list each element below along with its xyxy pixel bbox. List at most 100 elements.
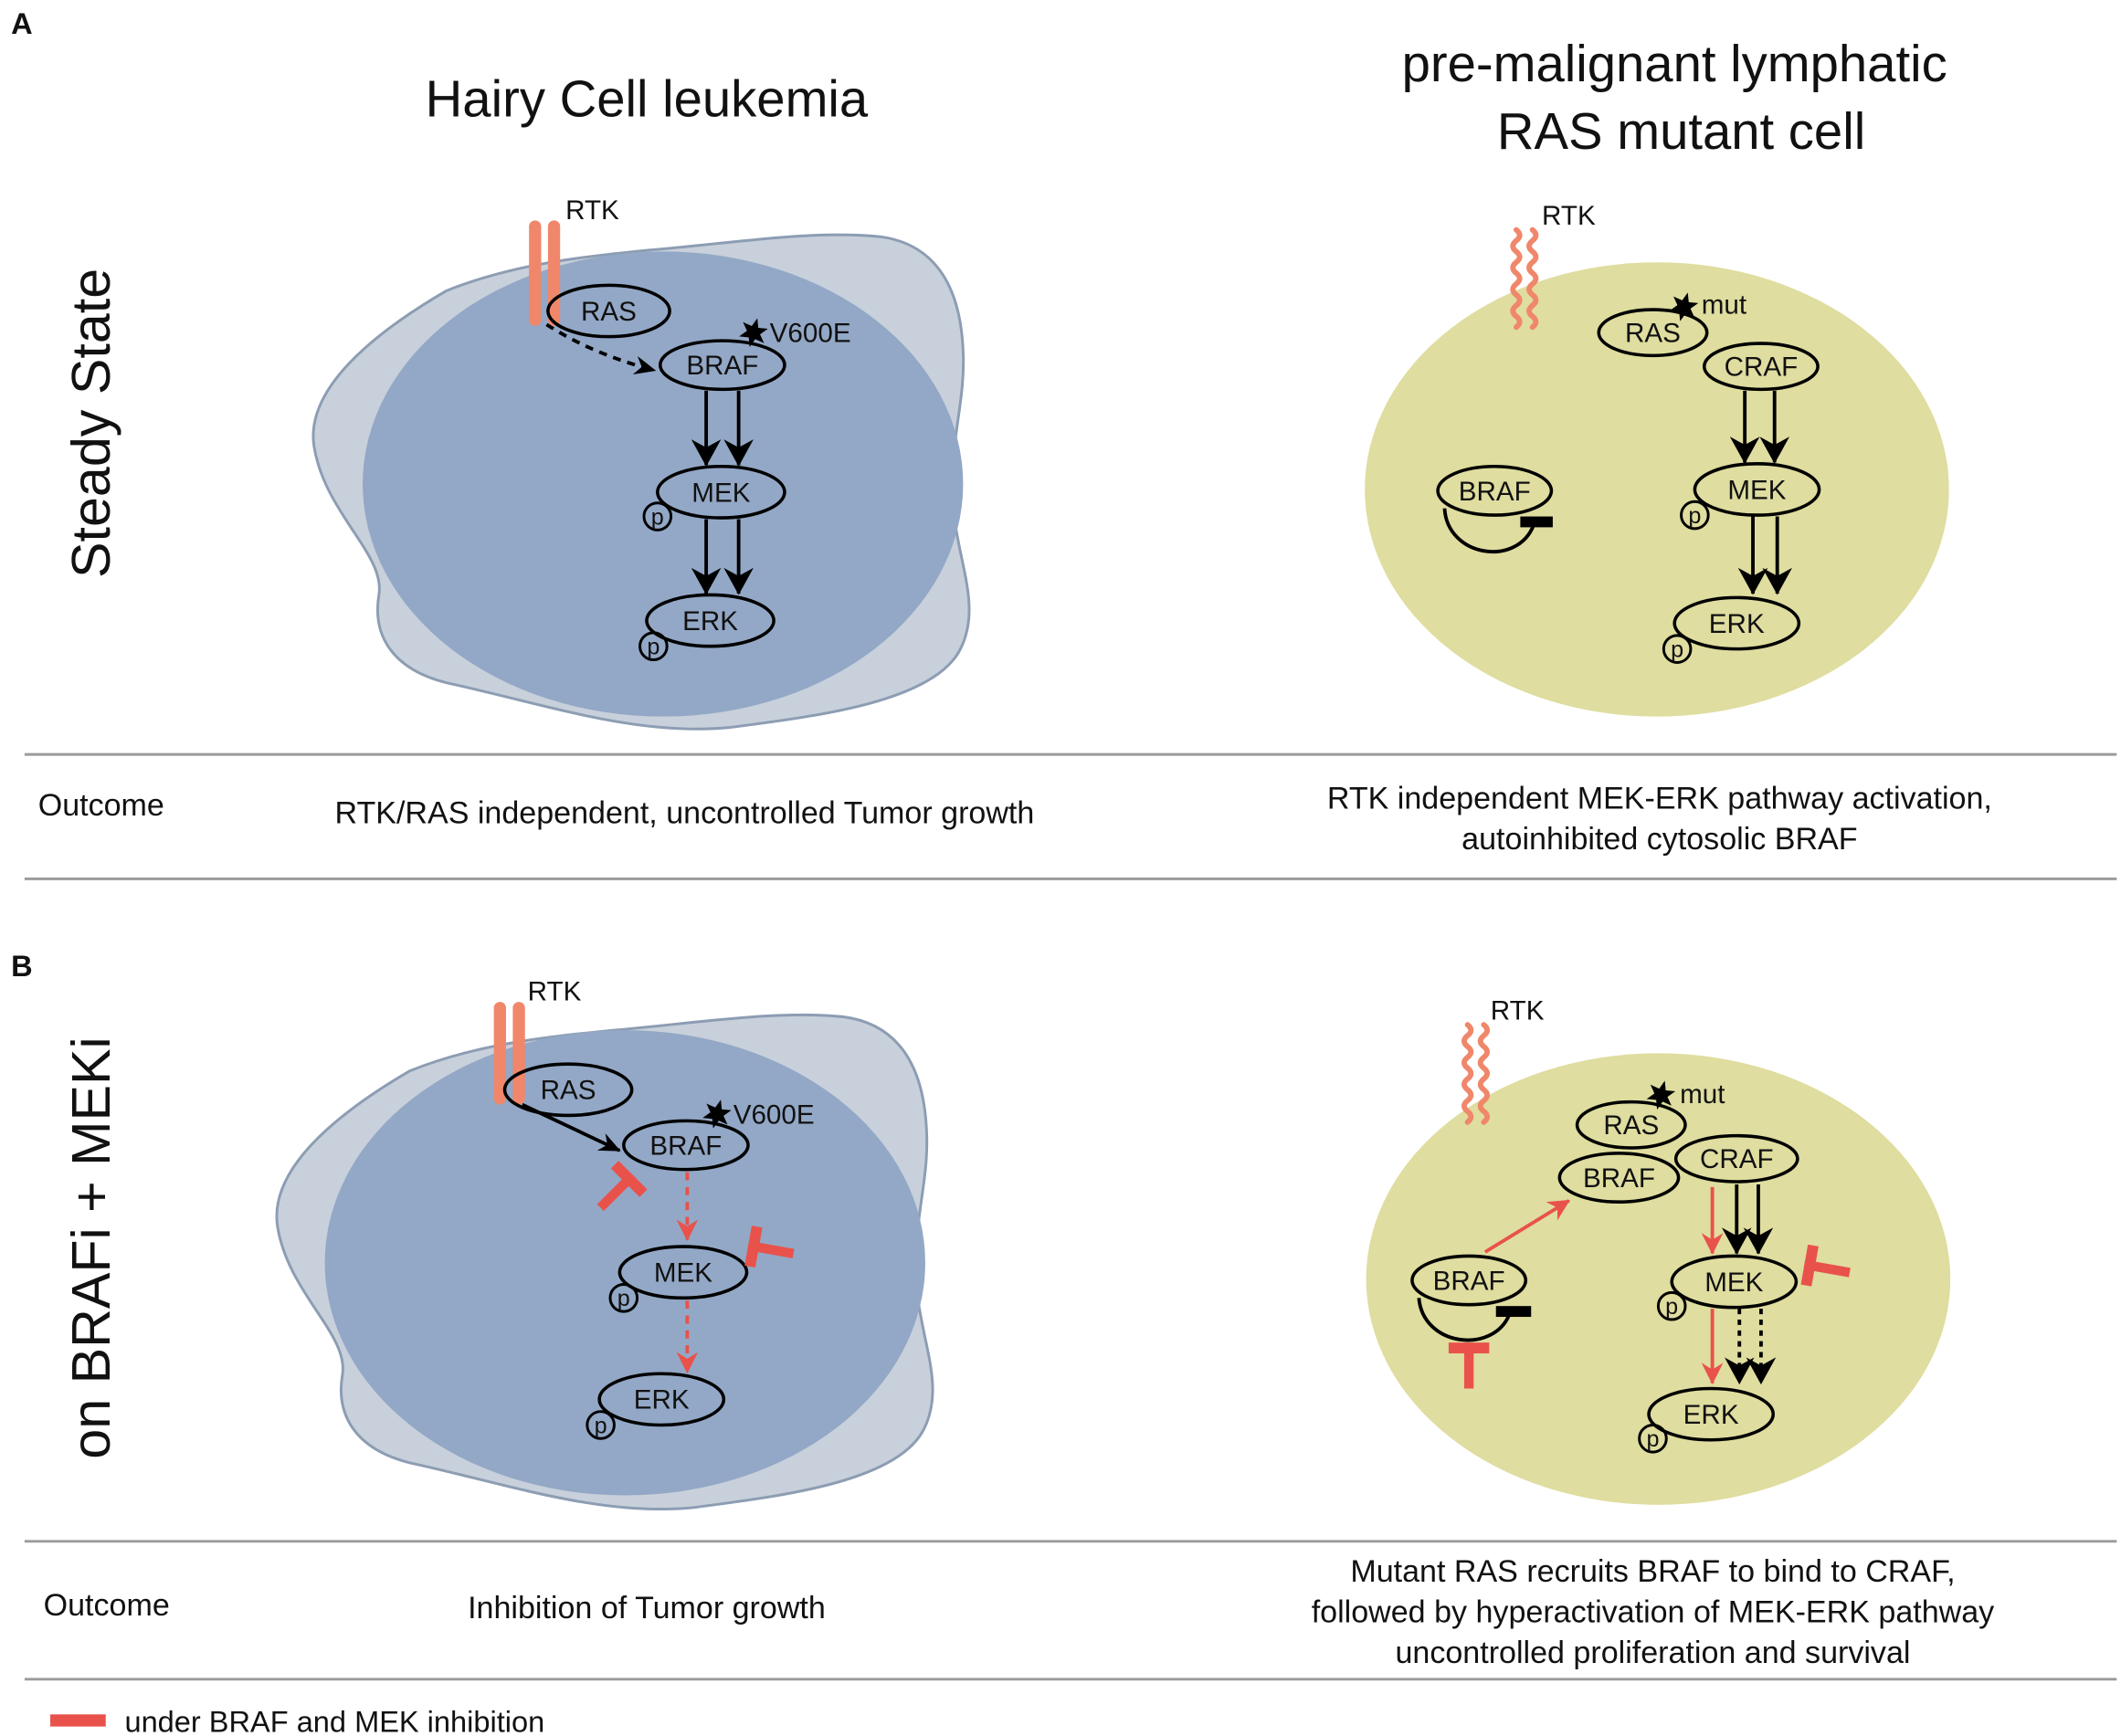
- phospho-marker: [638, 631, 669, 661]
- ras-label: RAS: [541, 1076, 596, 1106]
- phospho-label: p: [1646, 1426, 1659, 1452]
- erk-protein: [1647, 1386, 1776, 1442]
- ras-mutant-cell-body: [1365, 262, 1949, 717]
- hcl-cell-steady-state: RTK RAS BRAF V600E MEK p ERK p: [311, 195, 971, 731]
- ras-to-braf-arrow: [521, 1102, 621, 1152]
- legend-inhibition-swatch: [50, 1714, 106, 1727]
- ras-mutant-cell-steady-state: RTK RAS mut CRAF MEK p ERK p BRAF: [1365, 201, 1949, 717]
- mek-protein: [1670, 1254, 1799, 1310]
- phospho-marker: [1638, 1423, 1668, 1454]
- autoinhibition-bar: [1520, 516, 1553, 528]
- mek-protein: [656, 465, 786, 520]
- phospho-marker: [586, 1410, 616, 1440]
- ras-mutant-cell-body: [1366, 1053, 1951, 1505]
- braf-protein: [658, 339, 786, 392]
- ras-label: RAS: [581, 297, 637, 327]
- mut-label: mut: [1680, 1079, 1725, 1110]
- phospho-marker: [1662, 634, 1693, 664]
- receptor-subunit: [493, 1002, 506, 1105]
- cytosolic-braf-label: BRAF: [1433, 1266, 1505, 1296]
- ras-protein: [1597, 308, 1709, 358]
- craf-protein: [1673, 1133, 1799, 1184]
- phospho-label: p: [617, 1286, 630, 1311]
- outcome-hcl-b: Inhibition of Tumor growth: [468, 1591, 826, 1626]
- ras-label: RAS: [1625, 319, 1681, 349]
- mut-label: mut: [1702, 289, 1747, 320]
- mek-label: MEK: [654, 1258, 712, 1289]
- receptor-subunit: [547, 220, 561, 326]
- erk-label: ERK: [634, 1385, 690, 1415]
- erk-label: ERK: [1683, 1400, 1739, 1430]
- cytosolic-braf-label: BRAF: [1459, 477, 1531, 507]
- ras-protein: [502, 1062, 634, 1118]
- braf-autoinhibition-loop: [1442, 508, 1535, 554]
- braf-recruitment-arrow: [1483, 1199, 1570, 1254]
- rtk-receptor: [529, 220, 561, 326]
- panel-b: B on BRAFi + MEKi RTK RAS BRAF V600E MEK: [11, 950, 2117, 1681]
- legend-label: under BRAF and MEK inhibition: [124, 1706, 544, 1736]
- erk-protein: [1673, 595, 1801, 651]
- phospho-label: p: [595, 1413, 607, 1438]
- panel-a: A Steady State Hairy Cell leukemia pre-m…: [11, 7, 2117, 880]
- outcome-ras-mutant-a-line-2: autoinhibited cytosolic BRAF: [1461, 822, 1857, 857]
- outcome-ras-mutant-b-line-1: Mutant RAS recruits BRAF to bind to CRAF…: [1350, 1554, 1955, 1589]
- erk-label: ERK: [682, 606, 738, 637]
- recruited-braf-label: BRAF: [1583, 1163, 1655, 1194]
- condition-label-steady-state: Steady State: [60, 268, 121, 578]
- erk-protein: [645, 593, 776, 648]
- braf-protein: [622, 1119, 750, 1172]
- craf-protein: [1702, 342, 1820, 392]
- outcome-ras-mutant-a-line-1: RTK independent MEK-ERK pathway activati…: [1327, 781, 1992, 815]
- outcome-label-a: Outcome: [38, 788, 164, 823]
- outcome-ras-mutant-b-line-2: followed by hyperactivation of MEK-ERK p…: [1312, 1595, 1995, 1630]
- erk-label: ERK: [1709, 609, 1765, 639]
- rtk-label: RTK: [1491, 995, 1545, 1026]
- panel-label-a: A: [11, 7, 33, 40]
- phospho-label: p: [1688, 503, 1701, 529]
- craf-label: CRAF: [1700, 1144, 1774, 1174]
- autoinhibition-bar: [1495, 1306, 1532, 1318]
- mek-label: MEK: [1704, 1268, 1763, 1298]
- outcome-ras-mutant-b-line-3: uncontrolled proliferation and survival: [1395, 1636, 1910, 1670]
- ras-protein: [546, 283, 671, 339]
- braf-autoinhibition-loop: [1417, 1298, 1512, 1342]
- phospho-marker: [608, 1283, 639, 1313]
- cytosolic-braf-protein: [1410, 1254, 1528, 1307]
- craf-label: CRAF: [1725, 352, 1799, 383]
- phospho-label: p: [1671, 637, 1683, 663]
- mek-label: MEK: [1727, 475, 1786, 505]
- mek-protein: [1693, 462, 1821, 517]
- rtk-receptor: [493, 1002, 525, 1105]
- rtk-label: RTK: [565, 195, 619, 226]
- ras-mutant-cell-inhibited: RTK RAS mut CRAF BRAF BRAF MEK p: [1366, 995, 1951, 1505]
- condition-label-inhibitors: on BRAFi + MEKi: [60, 1036, 121, 1458]
- ras-mutant-title-line-2: RAS mutant cell: [1497, 102, 1865, 160]
- hcl-title: Hairy Cell leukemia: [426, 69, 869, 127]
- receptor-subunit: [512, 1002, 525, 1105]
- phospho-label: p: [1665, 1294, 1678, 1320]
- v600e-label: V600E: [733, 1099, 815, 1130]
- hcl-cell-cytoplasm: [363, 251, 964, 717]
- phospho-label: p: [647, 635, 660, 660]
- phospho-label: p: [651, 504, 664, 530]
- braf-label: BRAF: [686, 351, 758, 381]
- erk-protein: [597, 1372, 726, 1427]
- mek-label: MEK: [691, 478, 750, 508]
- phospho-marker: [1656, 1290, 1687, 1321]
- phospho-marker: [642, 501, 673, 531]
- rtk-label: RTK: [1542, 201, 1596, 231]
- legend: under BRAF and MEK inhibition: [50, 1706, 544, 1736]
- v600e-label: V600E: [770, 319, 851, 349]
- ras-mutant-title-line-1: pre-malignant lymphatic: [1402, 35, 1947, 92]
- panel-label-b: B: [11, 950, 33, 983]
- cytosolic-braf-protein: [1436, 465, 1554, 517]
- recruited-braf-protein: [1557, 1152, 1681, 1204]
- phospho-marker: [1680, 500, 1710, 531]
- hcl-cell-inhibited: RTK RAS BRAF V600E MEK p ERK p: [275, 977, 934, 1511]
- ras-protein: [1575, 1099, 1687, 1150]
- outcome-label-b: Outcome: [44, 1588, 170, 1623]
- outcome-hcl-a: RTK/RAS independent, uncontrolled Tumor …: [334, 796, 1034, 831]
- receptor-subunit: [529, 220, 542, 326]
